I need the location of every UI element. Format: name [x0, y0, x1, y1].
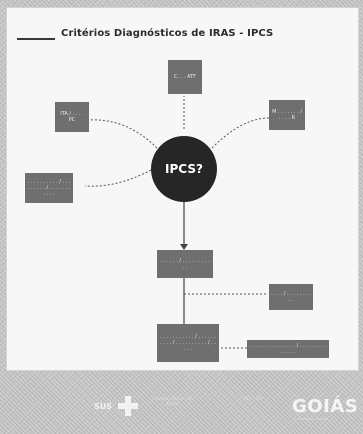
node-bottom: . . . . . . . . . . . / . . . . . . . . … — [157, 324, 219, 362]
node-top: C. . . ATF — [168, 60, 202, 94]
plus-cross-icon — [118, 396, 138, 416]
slide-title: Critérios Diagnósticos de IRAS - IPCS — [61, 28, 274, 39]
slide: Critérios Diagnósticos de IRAS - IPCS C.… — [6, 7, 359, 371]
title-rule — [17, 38, 55, 40]
node-middle: . . . . . . / . . . . . . . . . . . — [157, 250, 213, 278]
node-right-upper: M . . . . . . . / . . . . R — [269, 100, 305, 130]
sus-system-logo: Sistema / Único / de Saúde — [151, 396, 193, 406]
node-left-lower: . . . . . . . . . . / . . . . . . . . . … — [25, 173, 73, 203]
link-left-upper — [88, 119, 158, 149]
goias-logo: GOIÁS — [292, 396, 359, 417]
node-left-upper: ITA / . . . . PC — [55, 102, 89, 132]
sus-logo-text: SUS — [94, 402, 113, 411]
node-bottom-right: . . . . . . . . . . . . . . . / . . . . … — [247, 340, 329, 358]
node-right-middle: . . . . / . . . . . . . . . . — [269, 284, 313, 310]
connector-lines — [84, 96, 270, 349]
goias-subtitle: GOVERNO DO ESTADO — [294, 417, 328, 421]
ses-logo: SES / GO — [244, 396, 262, 401]
arrowhead — [180, 244, 188, 250]
footer-logos: SUS Sistema / Único / de Saúde SES / GO … — [0, 372, 363, 434]
link-right-upper — [211, 117, 270, 149]
link-left-lower — [84, 169, 152, 187]
center-node: IPCS? — [151, 136, 217, 202]
